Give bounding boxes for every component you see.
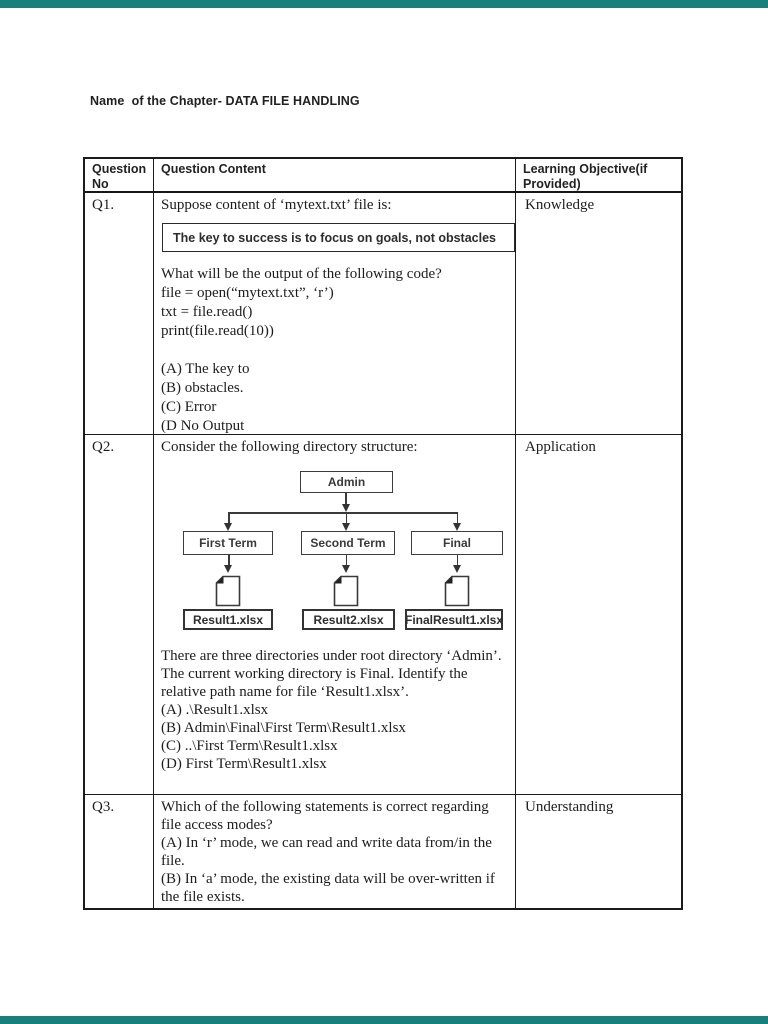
connector-line: [228, 513, 230, 523]
q1-content: Suppose content of ‘mytext.txt’ file is:…: [154, 193, 516, 435]
questions-table: Question No Question Content Learning Ob…: [83, 157, 683, 910]
q3-line: file.: [161, 853, 185, 869]
header-learning-objective: Learning Objective(if Provided): [516, 159, 681, 193]
q2-option-d: (D) First Term\Result1.xlsx: [161, 756, 327, 772]
connector-line: [345, 513, 347, 523]
arrow-down-icon: [452, 565, 461, 573]
file-page-icon: [215, 575, 241, 607]
q3-line: the file exists.: [161, 889, 245, 905]
q3-number: Q3.: [85, 795, 154, 908]
connector-line: [228, 555, 230, 565]
q2-intro: Consider the following directory structu…: [161, 439, 418, 455]
viewer-bottom-bar: [0, 1016, 768, 1024]
q1-number: Q1.: [85, 193, 154, 435]
arrow-down-icon: [341, 523, 350, 531]
connector-line: [345, 493, 347, 505]
spacer: [161, 341, 515, 360]
q2-option-b: (B) Admin\Final\First Term\Result1.xlsx: [161, 720, 406, 736]
diagram-folder-second-term: Second Term: [301, 531, 395, 555]
arrow-down-icon: [224, 523, 232, 531]
chapter-title: Name of the Chapter- DATA FILE HANDLING: [90, 94, 360, 108]
q3-line: Which of the following statements is cor…: [161, 799, 489, 815]
directory-structure-diagram: Admin First Term Second Term Final: [161, 457, 515, 647]
q2-number: Q2.: [85, 435, 154, 795]
q1-code-line: print(file.read(10)): [161, 323, 274, 339]
header-question-content: Question Content: [154, 159, 516, 193]
q2-content: Consider the following directory structu…: [154, 435, 516, 795]
q2-objective: Application: [516, 435, 681, 795]
q1-option-b: (B) obstacles.: [161, 380, 244, 396]
diagram-folder-final: Final: [411, 531, 503, 555]
file-page-icon: [333, 575, 359, 607]
arrow-down-icon: [224, 565, 232, 573]
q1-file-content-text: The key to success is to focus on goals,…: [173, 230, 497, 245]
q1-code-line: txt = file.read(): [161, 304, 253, 320]
q1-question: What will be the output of the following…: [161, 266, 442, 282]
q2-option-a: (A) .\Result1.xlsx: [161, 702, 269, 718]
diagram-file-result1: Result1.xlsx: [183, 609, 273, 630]
arrow-down-icon: [341, 565, 350, 573]
q1-option-d: (D No Output: [161, 418, 245, 434]
q1-option-a: (A) The key to: [161, 361, 250, 377]
connector-line: [228, 512, 458, 514]
diagram-folder-first-term: First Term: [183, 531, 273, 555]
connector-line: [456, 555, 458, 565]
q3-line: file access modes?: [161, 817, 273, 833]
q3-option-a: (A) In ‘r’ mode, we can read and write d…: [161, 835, 492, 851]
header-question-no: Question No: [85, 159, 154, 193]
viewer-top-bar: [0, 0, 768, 8]
q1-file-content-box: The key to success is to focus on goals,…: [162, 223, 515, 252]
q3-content: Which of the following statements is cor…: [154, 795, 516, 908]
q2-body-line: The current working directory is Final. …: [161, 666, 468, 682]
connector-line: [456, 513, 458, 523]
connector-line: [345, 555, 347, 565]
q1-code-line: file = open(“mytext.txt”, ‘r’): [161, 285, 334, 301]
q2-body-line: There are three directories under root d…: [161, 648, 502, 664]
q3-option-b: (B) In ‘a’ mode, the existing data will …: [161, 871, 495, 887]
q2-option-c: (C) ..\First Term\Result1.xlsx: [161, 738, 338, 754]
q1-option-c: (C) Error: [161, 399, 217, 415]
q3-objective: Understanding: [525, 799, 614, 815]
q2-body-line: relative path name for file ‘Result1.xls…: [161, 684, 409, 700]
diagram-file-result2: Result2.xlsx: [302, 609, 395, 630]
file-page-icon: [444, 575, 470, 607]
arrow-down-icon: [341, 504, 350, 512]
q1-intro: Suppose content of ‘mytext.txt’ file is:: [161, 197, 392, 213]
diagram-root-folder: Admin: [300, 471, 393, 493]
diagram-file-finalresult1: FinalResult1.xlsx: [405, 609, 503, 630]
q1-objective: Knowledge: [516, 193, 681, 435]
arrow-down-icon: [452, 523, 461, 531]
